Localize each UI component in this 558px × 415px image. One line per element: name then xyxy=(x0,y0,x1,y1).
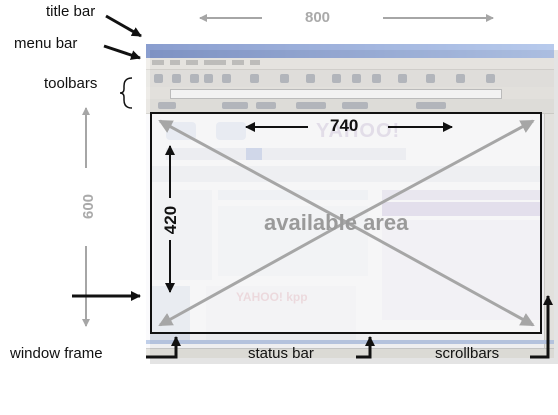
browser-content: YAHOO! YAHOO! kpp xyxy=(146,114,544,348)
available-area-label: available area xyxy=(264,210,409,235)
browser-task-strip xyxy=(146,340,554,344)
window-frame-label: window frame xyxy=(10,345,103,362)
available-width-value: 740 xyxy=(330,116,359,135)
browser-toolbar-buttons xyxy=(146,69,554,88)
toolbars-label: toolbars xyxy=(44,75,98,92)
available-height-value: 420 xyxy=(161,205,181,235)
browser-window: YAHOO! YAHOO! kpp xyxy=(146,44,554,358)
browser-scrollbar xyxy=(544,114,554,348)
title-bar-label: title bar xyxy=(46,3,96,20)
status-bar-label: status bar xyxy=(248,345,314,362)
diagonal-arrow-top-right xyxy=(345,119,535,224)
title-bar-pointer xyxy=(105,14,142,38)
browser-address-bar xyxy=(146,87,554,99)
browser-title-bar xyxy=(146,44,554,58)
yahoo-logo: YAHOO! xyxy=(316,120,400,143)
yahoo-secondary-logo: YAHOO! kpp xyxy=(236,290,308,304)
diagonal-arrow-bottom-right xyxy=(345,220,535,327)
diagonal-arrow-bottom-left xyxy=(158,220,347,327)
toolbars-brace xyxy=(119,77,133,109)
menu-bar-label: menu bar xyxy=(14,35,78,52)
menu-bar-pointer xyxy=(103,44,141,60)
status-bar-pointer xyxy=(356,336,375,359)
browser-menu-bar xyxy=(146,58,554,69)
scrollbars-label: scrollbars xyxy=(435,345,500,362)
window-frame-pointer xyxy=(146,336,181,359)
browser-status-bar xyxy=(146,348,554,358)
scrollbars-pointer xyxy=(530,295,553,359)
diagonal-arrow-top-left xyxy=(158,119,347,224)
screen-width-value: 800 xyxy=(305,9,331,26)
screen-height-value: 600 xyxy=(80,193,98,220)
